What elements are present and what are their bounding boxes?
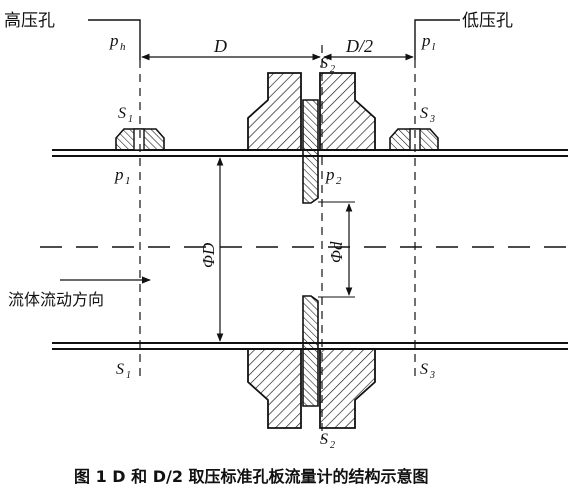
- s2-bottom-label: S 2: [320, 431, 335, 451]
- s2-top-label: S 2: [320, 55, 335, 75]
- dimension-d-label: D: [213, 36, 227, 56]
- svg-text:S: S: [320, 431, 328, 448]
- ph-label: p h: [109, 31, 126, 53]
- svg-text:1: 1: [128, 114, 133, 125]
- low-pressure-hole-label: 低压孔: [462, 11, 513, 31]
- svg-text:2: 2: [330, 64, 335, 75]
- flange-right-bottom: [319, 348, 376, 429]
- upstream-tap-boss-top: [115, 128, 165, 151]
- svg-text:S: S: [118, 105, 126, 122]
- s3-bottom-label: S 3: [420, 361, 435, 381]
- flange-left-top: [247, 72, 302, 151]
- svg-text:2: 2: [336, 175, 342, 187]
- high-pressure-hole-label: 高压孔: [4, 11, 55, 31]
- flow-direction-label: 流体流动方向: [8, 290, 104, 309]
- phi-d-large-label: ΦD: [199, 242, 218, 268]
- svg-text:p: p: [114, 165, 124, 184]
- figure-caption: 图 1 D 和 D/2 取压标准孔板流量计的结构示意图: [74, 467, 429, 486]
- s1-bottom-label: S 1: [116, 361, 131, 381]
- p2-label: p 2: [325, 165, 342, 187]
- svg-text:1: 1: [126, 370, 131, 381]
- svg-text:2: 2: [330, 440, 335, 451]
- svg-text:l: l: [432, 41, 435, 53]
- svg-text:S: S: [420, 105, 428, 122]
- svg-text:p: p: [325, 165, 335, 184]
- orifice-plate: [302, 99, 319, 407]
- s1-top-label: S 1: [118, 105, 133, 125]
- svg-text:S: S: [320, 55, 328, 72]
- svg-text:p: p: [421, 31, 431, 50]
- svg-text:1: 1: [125, 175, 131, 187]
- svg-text:S: S: [420, 361, 428, 378]
- flange-left-bottom: [247, 348, 302, 429]
- flange-right-top: [319, 72, 376, 151]
- svg-text:h: h: [120, 41, 126, 53]
- high-pressure-leader: [88, 19, 141, 60]
- svg-text:3: 3: [429, 114, 435, 125]
- svg-text:p: p: [109, 31, 119, 50]
- svg-text:3: 3: [429, 370, 435, 381]
- pl-label: p l: [421, 31, 435, 53]
- phi-d-small-label: Φd: [327, 241, 346, 263]
- dimension-d-half-label: D/2: [345, 36, 373, 56]
- dimension-phi-d-small: [318, 201, 355, 298]
- downstream-tap-boss-top: [389, 128, 439, 151]
- p1-label: p 1: [114, 165, 131, 187]
- s3-top-label: S 3: [420, 105, 435, 125]
- svg-text:S: S: [116, 361, 124, 378]
- low-pressure-leader: [414, 19, 460, 60]
